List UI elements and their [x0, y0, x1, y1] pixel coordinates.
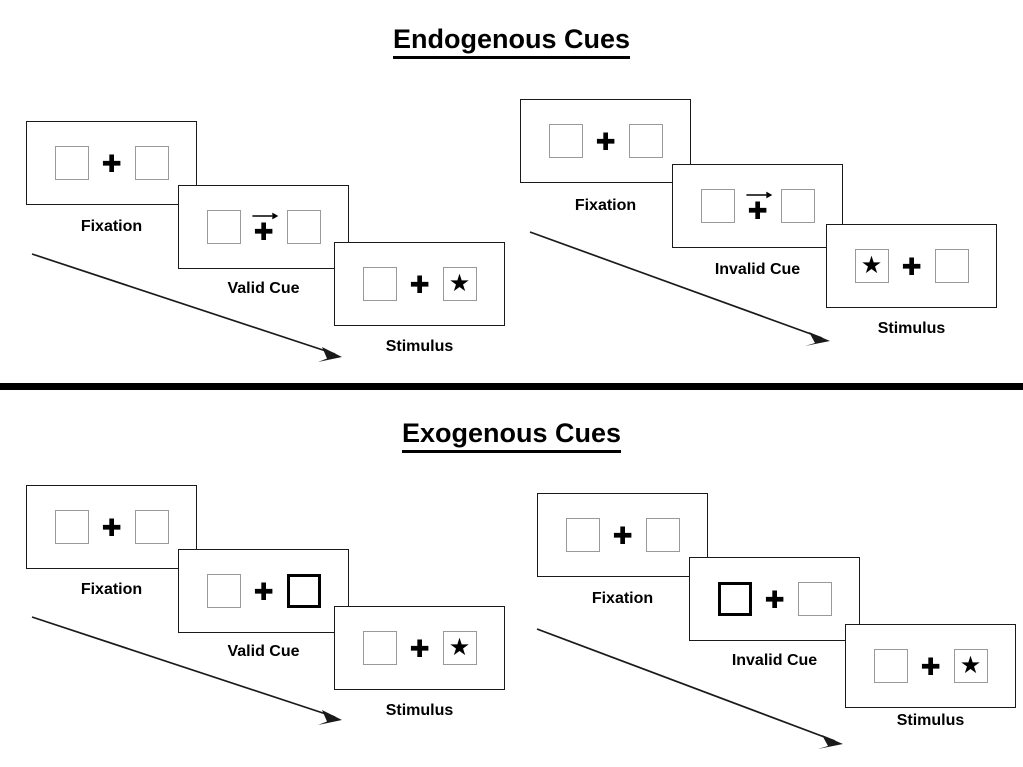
fixation-center: ✚ — [600, 518, 646, 552]
fixation-center: ✚ — [735, 189, 781, 223]
display-box-left-flash-cue — [717, 582, 752, 616]
frame-endo-valid-fixation: ✚ — [26, 121, 197, 205]
display-box-left — [54, 146, 89, 180]
fixation-center: ✚ — [241, 210, 287, 244]
exo-invalid-timeline-arrow — [535, 625, 855, 755]
frame-endo-invalid-cue: ✚ — [672, 164, 843, 248]
target-star-icon: ★ — [448, 269, 471, 297]
target-star-icon: ★ — [860, 251, 883, 279]
arrow-right-cue-icon — [251, 208, 278, 220]
section-title-endogenous-text: Endogenous Cues — [392, 24, 630, 59]
display-box-right — [134, 510, 169, 544]
frame-exo-invalid-fixation: ✚ — [537, 493, 708, 577]
target-star-icon: ★ — [959, 651, 982, 679]
display-box-left: ★ — [854, 249, 889, 283]
fixation-plus-icon: ✚ — [409, 271, 430, 299]
fixation-center: ✚ — [241, 574, 287, 608]
frame-exo-invalid-stimulus: ✚ ★ — [845, 624, 1016, 708]
display-box-right: ★ — [953, 649, 988, 683]
display-box-left — [362, 631, 397, 665]
fixation-plus-icon: ✚ — [764, 586, 785, 614]
caption-exo-valid-cue: Valid Cue — [227, 643, 300, 660]
target-star-icon: ★ — [448, 633, 471, 661]
caption-exo-valid-fixation: Fixation — [80, 581, 143, 598]
frame-exo-valid-fixation: ✚ — [26, 485, 197, 569]
display-box-right — [134, 146, 169, 180]
display-box-right: ★ — [442, 631, 477, 665]
display-box-right-flash-cue — [286, 574, 321, 608]
display-box-right — [797, 582, 832, 616]
caption-endo-valid-cue: Valid Cue — [227, 280, 300, 297]
section-title-exogenous: Exogenous Cues — [0, 418, 1023, 453]
fixation-center: ✚ — [397, 267, 443, 301]
display-box-left — [206, 574, 241, 608]
fixation-plus-icon: ✚ — [920, 653, 941, 681]
display-box-left — [873, 649, 908, 683]
section-title-endogenous: Endogenous Cues — [0, 24, 1023, 59]
frame-endo-invalid-fixation: ✚ — [520, 99, 691, 183]
display-box-left — [54, 510, 89, 544]
display-box-left — [565, 518, 600, 552]
caption-exo-invalid-stimulus: Stimulus — [896, 712, 965, 729]
display-box-right — [286, 210, 321, 244]
caption-exo-invalid-fixation: Fixation — [591, 590, 654, 607]
fixation-plus-icon: ✚ — [595, 128, 616, 156]
caption-endo-invalid-fixation: Fixation — [574, 197, 637, 214]
caption-endo-valid-fixation: Fixation — [80, 218, 143, 235]
fixation-plus-icon: ✚ — [253, 578, 274, 606]
frame-endo-invalid-stimulus: ★ ✚ — [826, 224, 997, 308]
caption-endo-invalid-cue: Invalid Cue — [714, 261, 801, 278]
display-box-left — [206, 210, 241, 244]
caption-endo-valid-stimulus: Stimulus — [385, 338, 454, 355]
fixation-plus-icon: ✚ — [409, 635, 430, 663]
frame-endo-valid-cue: ✚ — [178, 185, 349, 269]
section-divider — [0, 383, 1023, 390]
caption-exo-valid-stimulus: Stimulus — [385, 702, 454, 719]
section-title-exogenous-text: Exogenous Cues — [401, 418, 622, 453]
caption-exo-invalid-cue: Invalid Cue — [731, 652, 818, 669]
display-box-right — [628, 124, 663, 158]
display-box-right: ★ — [442, 267, 477, 301]
frame-endo-valid-stimulus: ✚ ★ — [334, 242, 505, 326]
fixation-plus-icon: ✚ — [101, 150, 122, 178]
display-box-right — [645, 518, 680, 552]
fixation-plus-icon: ✚ — [101, 514, 122, 542]
display-box-left — [548, 124, 583, 158]
display-box-right — [780, 189, 815, 223]
fixation-center: ✚ — [583, 124, 629, 158]
frame-exo-valid-cue: ✚ — [178, 549, 349, 633]
display-box-right — [934, 249, 969, 283]
caption-endo-invalid-stimulus: Stimulus — [877, 320, 946, 337]
fixation-plus-icon: ✚ — [253, 218, 274, 246]
fixation-center: ✚ — [89, 510, 135, 544]
fixation-plus-icon: ✚ — [901, 253, 922, 281]
arrow-right-cue-icon — [745, 187, 772, 199]
fixation-center: ✚ — [908, 649, 954, 683]
display-box-left — [362, 267, 397, 301]
frame-exo-valid-stimulus: ✚ ★ — [334, 606, 505, 690]
fixation-center: ✚ — [889, 249, 935, 283]
fixation-center: ✚ — [397, 631, 443, 665]
frame-exo-invalid-cue: ✚ — [689, 557, 860, 641]
fixation-center: ✚ — [89, 146, 135, 180]
fixation-center: ✚ — [752, 582, 798, 616]
fixation-plus-icon: ✚ — [747, 197, 768, 225]
display-box-left — [700, 189, 735, 223]
fixation-plus-icon: ✚ — [612, 522, 633, 550]
